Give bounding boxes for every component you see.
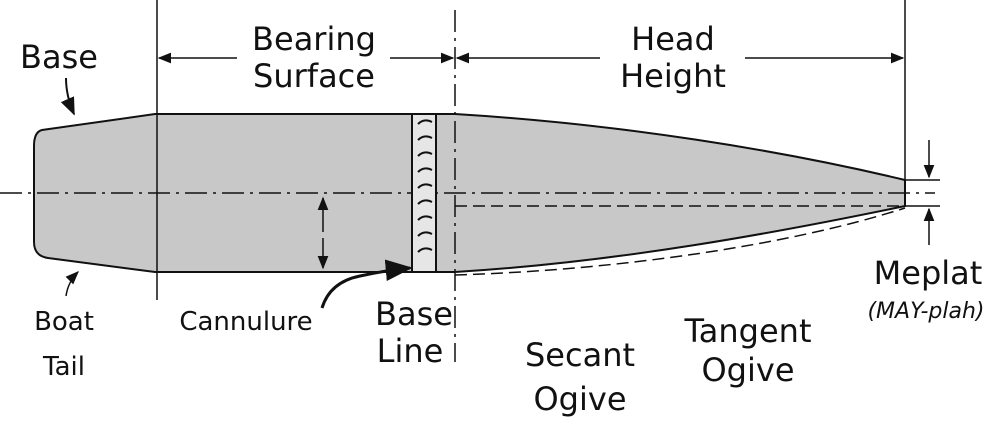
- label-base: Base: [20, 38, 98, 76]
- label-boat-tail-line1: Boat: [34, 307, 94, 337]
- label-tangent-ogive-line1: Tangent: [684, 312, 812, 350]
- secant-ogive-profile: [454, 207, 906, 276]
- label-meplat: Meplat: [874, 254, 983, 292]
- cannulure-band: [411, 113, 437, 273]
- label-bearing-surface-line1: Bearing: [252, 20, 376, 58]
- boat-tail-pointer-arrow: [65, 271, 79, 297]
- label-secant-ogive-line1: Secant: [525, 336, 635, 374]
- label-boat-tail-line2: Tail: [42, 352, 85, 382]
- label-base-line-line2: Line: [377, 332, 444, 370]
- label-head-height-line2: Height: [620, 57, 726, 95]
- base-pointer-arrow: [60, 77, 75, 116]
- label-head-height-line1: Head: [631, 20, 715, 58]
- label-base-line-line1: Base: [375, 295, 453, 333]
- label-cannulure: Cannulure: [179, 307, 312, 337]
- bullet-silhouette: [33, 113, 906, 273]
- label-tangent-ogive-line2: Ogive: [701, 351, 794, 389]
- label-meplat-pronunciation: (MAY-plah): [867, 299, 984, 324]
- label-bearing-surface-line2: Surface: [253, 57, 375, 95]
- cannulure-knurling: [417, 119, 433, 253]
- label-secant-ogive-line2: Ogive: [533, 380, 626, 418]
- cannulure-pointer-arrow: [320, 259, 413, 309]
